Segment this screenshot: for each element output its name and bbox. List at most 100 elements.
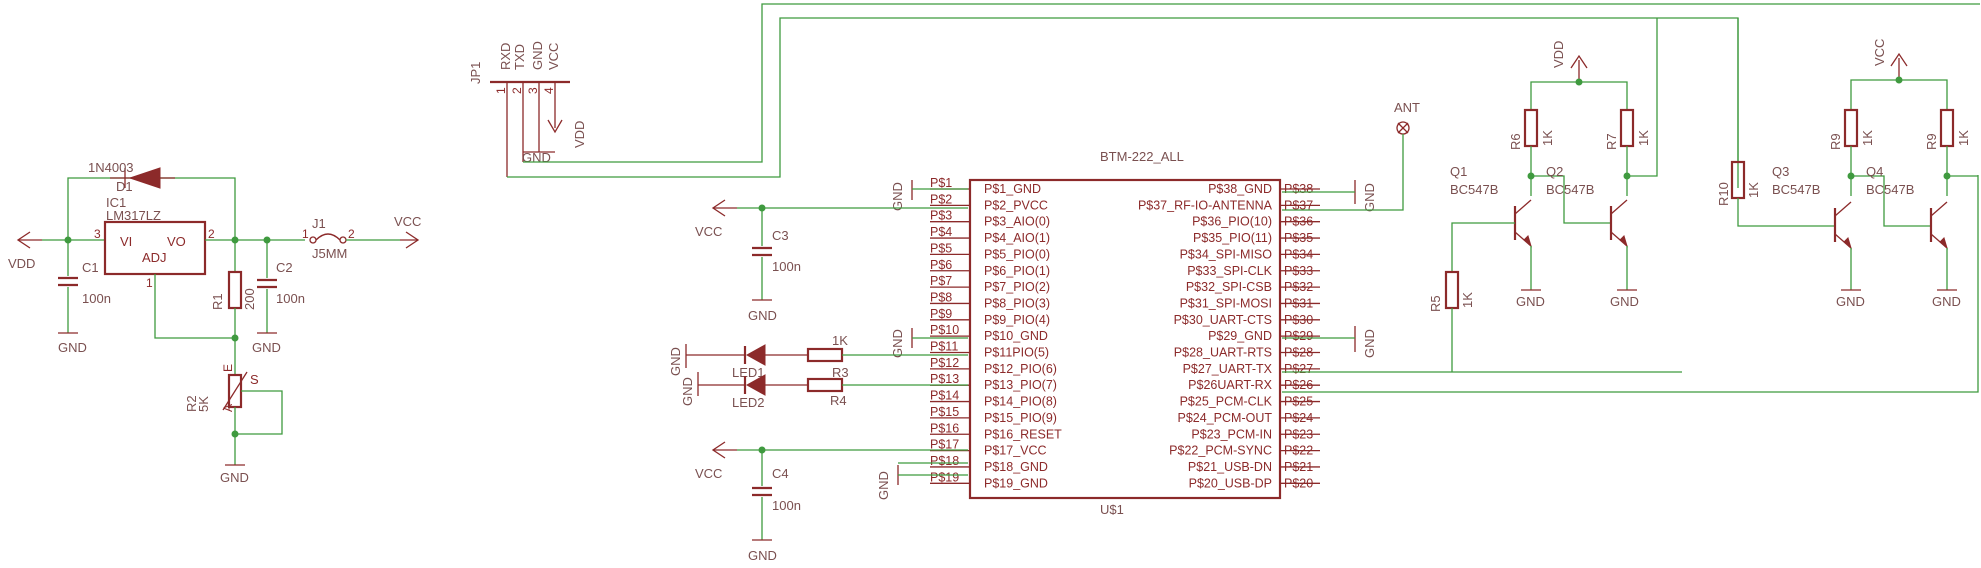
c4-name: C4: [772, 466, 789, 481]
q2-name: Q2: [1546, 164, 1563, 179]
left-pin-pad: P$17: [930, 438, 959, 452]
module-vcc-and-caps: VCC C3 100n GND VCC C4 100n GND: [695, 199, 968, 563]
q3-value: BC547B: [1772, 182, 1820, 197]
q2-gnd: GND: [1610, 294, 1639, 309]
right-pin-function: P$26UART-RX: [1188, 378, 1272, 392]
left-pin-pad: P$3: [930, 209, 952, 223]
left-pin-function: P$1_GND: [984, 182, 1041, 196]
ic1-pin1: 1: [146, 276, 153, 290]
jumper-j1: J1 J5MM 1 2: [302, 216, 400, 261]
q3-name: Q3: [1772, 164, 1789, 179]
module-name: BTM-222_ALL: [1100, 149, 1184, 164]
right-pin-function: P$38_GND: [1208, 182, 1272, 196]
header-jp1: JP1 RXD TXD GND VCC 1 2 3 4 VDD GND: [468, 3, 1980, 188]
left-pin-pad: P$5: [930, 241, 952, 255]
q4-name: Q4: [1866, 164, 1883, 179]
r2-name: R2: [184, 395, 199, 412]
right-pin-pad: P$22: [1284, 444, 1313, 458]
transistor-stage-1: VDD R6 1K R7 1K GND Q1 BC547B GND: [1428, 18, 1658, 372]
jp1-label-txd: TXD: [512, 44, 527, 70]
left-pin-function: P$8_PIO(3): [984, 296, 1050, 310]
left-pin-function: P$6_PIO(1): [984, 264, 1050, 278]
ic1-value: LM317LZ: [106, 208, 161, 223]
q4-value: BC547B: [1866, 182, 1914, 197]
potentiometer-r2: R2 5K E A S GND: [184, 364, 283, 485]
capacitor-c2: C2 100n GND: [252, 240, 305, 355]
right-pin-pad: P$27: [1284, 362, 1313, 376]
c1-value: 100n: [82, 291, 111, 306]
left-pin-pad: P$18: [930, 454, 959, 468]
right-pin-function: P$37_RF-IO-ANTENNA: [1138, 198, 1273, 212]
r2-a: A: [221, 404, 235, 412]
left-pin-function: P$13_PIO(7): [984, 378, 1057, 392]
r10-name: R10: [1716, 182, 1731, 206]
regulator-ic1: IC1 LM317LZ VI VO ADJ 3 2 1: [94, 195, 215, 290]
j1-pin2: 2: [348, 227, 355, 241]
jp1-name: JP1: [468, 62, 483, 84]
left-pin-function: P$5_PIO(0): [984, 247, 1050, 261]
r7-value: 1K: [1636, 130, 1651, 146]
left-pin-function: P$17_VCC: [984, 444, 1047, 458]
transistor-stage-2: VCC R9 1K R9 1K R10 1K GND Q3 BC547B: [1716, 39, 1978, 309]
led-section: GND LED1 1K R3 GND LED2 R4: [668, 333, 968, 410]
vdd-supply-symbol: VDD: [8, 231, 42, 271]
right-pin-pad: P$26: [1284, 378, 1313, 392]
vcc-supply-symbol-right: VCC: [394, 214, 421, 249]
gnd-p38: GND: [1362, 183, 1377, 212]
left-pin-function: P$7_PIO(2): [984, 280, 1050, 294]
capacitor-c1: C1 100n GND: [58, 240, 111, 355]
right-pin-pad: P$23: [1284, 427, 1313, 441]
r8-value: 1K: [1860, 130, 1875, 146]
left-pin-function: P$18_GND: [984, 460, 1048, 474]
right-pin-function: P$23_PCM-IN: [1191, 427, 1272, 441]
gnd-p1: GND: [890, 182, 905, 211]
left-pin-function: P$14_PIO(8): [984, 395, 1057, 409]
left-pin-pad: P$6: [930, 258, 952, 272]
r1-name: R1: [210, 293, 225, 310]
jp1-pin-2: 2: [510, 87, 524, 94]
r2-s: S: [250, 372, 259, 387]
r2-value: 5K: [196, 396, 211, 412]
ic1-pin3: 3: [94, 227, 101, 241]
right-pin-pad: P$29: [1284, 329, 1313, 343]
right-pin-pad: P$35: [1284, 231, 1313, 245]
left-pin-function: P$2_PVCC: [984, 198, 1048, 212]
left-pin-function: P$12_PIO(6): [984, 362, 1057, 376]
right-pin-function: P$21_USB-DN: [1188, 460, 1272, 474]
right-pin-function: P$36_PIO(10): [1192, 215, 1272, 229]
jp1-label-rxd: RXD: [498, 43, 513, 70]
right-pin-pad: P$37: [1284, 198, 1313, 212]
right-pin-pad: P$31: [1284, 296, 1313, 310]
diode-d1: 1N4003 D1: [88, 160, 175, 194]
gnd-p10: GND: [890, 329, 905, 358]
ic1-name: IC1: [106, 195, 126, 210]
c3-gnd: GND: [748, 308, 777, 323]
left-pin-pad: P$19: [930, 470, 959, 484]
c2-gnd: GND: [252, 340, 281, 355]
left-pin-function: P$16_RESET: [984, 427, 1062, 441]
right-pin-pad: P$38: [1284, 182, 1313, 196]
left-pin-function: P$15_PIO(9): [984, 411, 1057, 425]
vcc-top-label: VCC: [695, 224, 722, 239]
left-pin-pad: P$13: [930, 372, 959, 386]
ic1-adj: ADJ: [142, 250, 167, 265]
r3-name: R3: [832, 365, 849, 380]
c4-value: 100n: [772, 498, 801, 513]
c3-name: C3: [772, 228, 789, 243]
right-pin-pad: P$33: [1284, 264, 1313, 278]
right-pin-function: P$35_PIO(11): [1193, 231, 1272, 245]
vcc-label-right: VCC: [394, 214, 421, 229]
jp1-gnd-label: GND: [522, 150, 551, 165]
c2-value: 100n: [276, 291, 305, 306]
antenna-label: ANT: [1394, 100, 1420, 115]
gnd-p18: GND: [876, 471, 891, 500]
q1-value: BC547B: [1450, 182, 1498, 197]
right-pin-pad: P$36: [1284, 215, 1313, 229]
r9-name: R9: [1924, 133, 1939, 150]
led2-label: LED2: [732, 395, 765, 410]
left-pin-pad: P$16: [930, 421, 959, 435]
resistor-r1: R1 200: [210, 240, 257, 375]
q3-gnd: GND: [1836, 294, 1865, 309]
